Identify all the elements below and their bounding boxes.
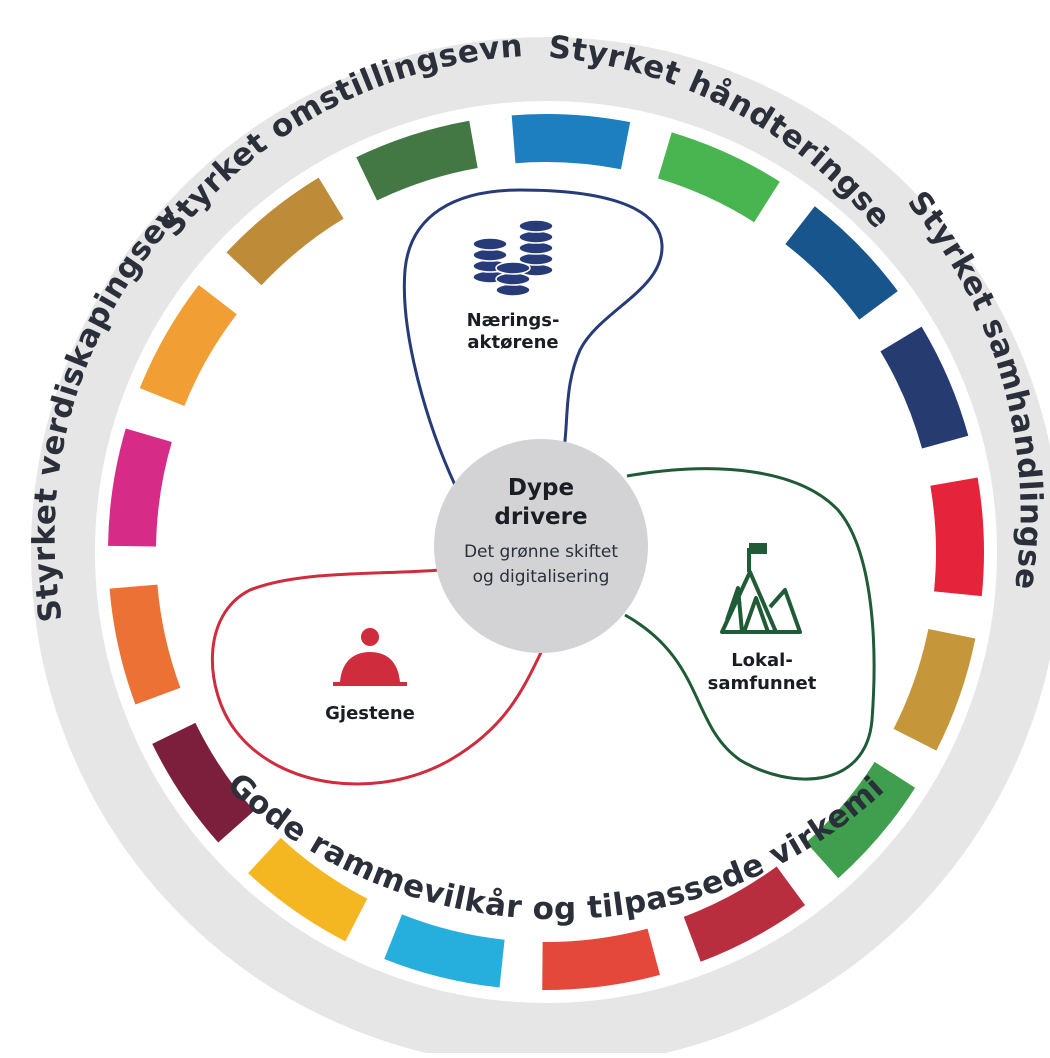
ring-segment-13 — [356, 120, 478, 201]
center-circle — [434, 439, 648, 653]
ring-segment-16 — [785, 206, 898, 320]
ring-segment-4 — [683, 866, 806, 962]
ring-segment-2 — [893, 629, 976, 751]
ring-segment-17 — [880, 326, 969, 449]
business-label-line1: Nærings- — [467, 310, 560, 331]
ring-segment-3 — [806, 761, 916, 879]
mountain-flag-icon — [720, 543, 802, 634]
ring-segment-7 — [248, 837, 368, 942]
person-icon — [333, 628, 407, 686]
ring-segment-12 — [226, 177, 344, 286]
goal-segments — [108, 113, 984, 990]
center-subtitle-line2: og digitalisering — [473, 567, 610, 587]
community-label-line2: samfunnet — [708, 673, 817, 694]
center-title-line2: drivere — [494, 504, 587, 530]
ring-segment-14 — [511, 113, 631, 170]
ring-segment-1 — [930, 477, 984, 597]
ring-segment-6 — [384, 914, 505, 988]
guests-label: Gjestene — [325, 703, 415, 724]
ring-segment-9 — [109, 584, 181, 705]
ring-segment-10 — [108, 428, 172, 547]
guests-loop — [211, 568, 550, 786]
center-subtitle-line1: Det grønne skiftet — [464, 542, 618, 562]
business-loop — [402, 188, 664, 486]
coin-stacks-icon — [472, 219, 554, 297]
ring-segment-8 — [152, 722, 255, 843]
ring-segment-15 — [657, 132, 780, 223]
center-title-line1: Dype — [508, 475, 574, 501]
outer-ring-band — [31, 37, 1050, 1058]
ring-segment-11 — [139, 285, 237, 407]
community-label-line1: Lokal- — [731, 650, 793, 671]
ring-segment-5 — [542, 928, 660, 990]
business-label-line2: aktørene — [467, 332, 558, 353]
community-loop — [624, 467, 876, 781]
